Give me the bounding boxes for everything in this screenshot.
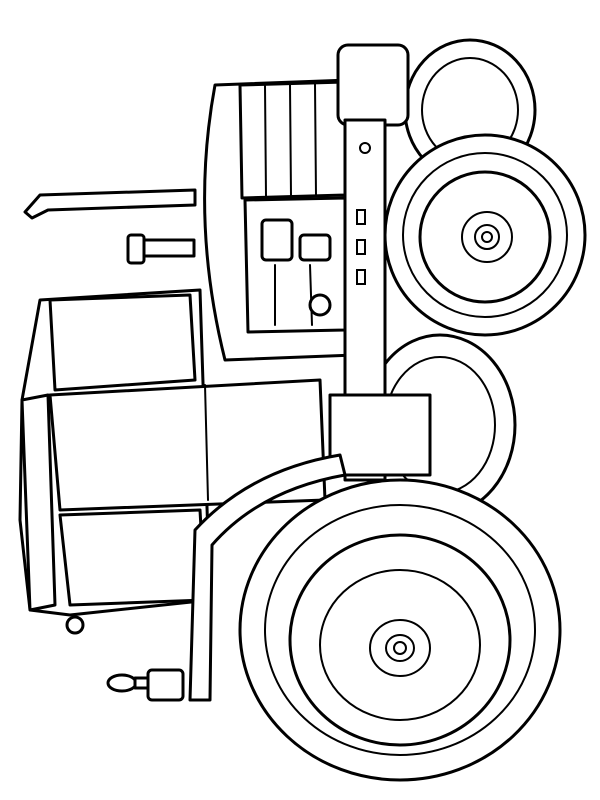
rear-hitch	[106, 668, 185, 702]
air-intake	[126, 233, 196, 265]
front-wheel	[383, 133, 587, 337]
cab	[18, 288, 327, 635]
exhaust-pipe	[23, 188, 197, 220]
fender	[188, 453, 347, 702]
front-frame	[328, 43, 432, 482]
engine-hood	[203, 78, 357, 362]
rear-wheel	[238, 478, 562, 782]
